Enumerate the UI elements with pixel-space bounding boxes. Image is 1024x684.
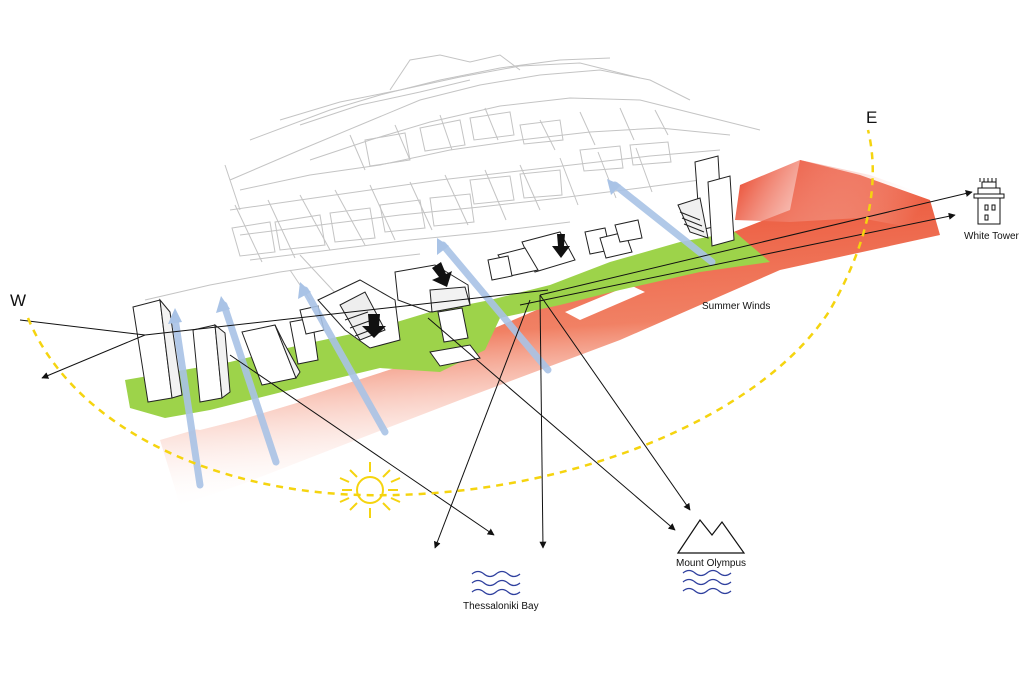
wind-arrowheads	[168, 179, 621, 324]
white-tower-icon	[973, 178, 1005, 225]
view-axis-lines	[41, 190, 973, 549]
east-label: E	[866, 108, 877, 127]
summer-wind-arrows	[171, 181, 716, 489]
white-tower-label: White Tower	[964, 231, 1020, 242]
view-axis-tails	[19, 289, 549, 336]
building-massing	[132, 155, 735, 403]
wave-icon	[682, 569, 732, 595]
west-label: W	[10, 291, 26, 310]
street-map	[144, 54, 761, 301]
mount-olympus-label: Mount Olympus	[676, 558, 746, 569]
roof-arrows	[362, 234, 570, 338]
thessaloniki-bay-label: Thessaloniki Bay	[463, 601, 539, 612]
mountain-icon	[676, 518, 746, 554]
bay-wave-icon	[471, 570, 521, 596]
sun-icon	[339, 462, 401, 518]
summer-winds-label: Summer Winds	[702, 301, 770, 312]
